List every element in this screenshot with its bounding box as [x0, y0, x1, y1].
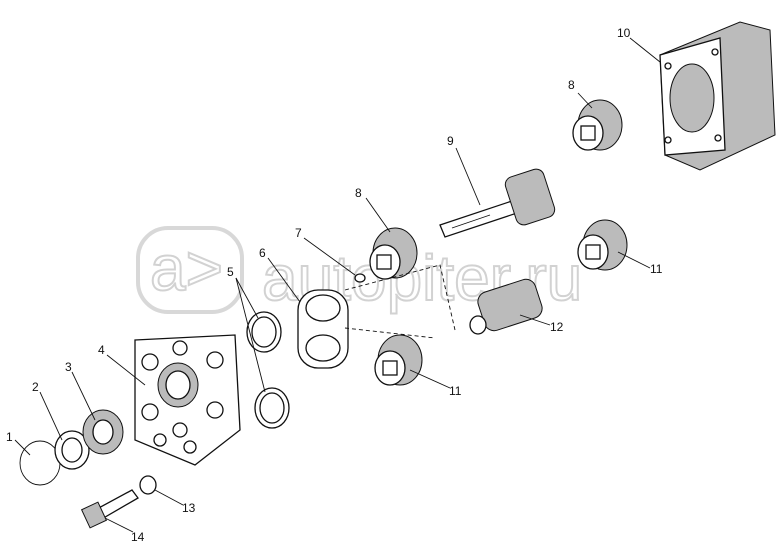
callout-11: 11 — [650, 262, 663, 276]
callout-5: 5 — [227, 265, 234, 279]
part-washer — [54, 430, 90, 470]
callout-10: 10 — [617, 26, 631, 40]
callout-14: 14 — [131, 530, 145, 544]
callout-6: 6 — [259, 246, 266, 260]
part-drive-shaft — [439, 168, 556, 238]
leader-lines — [14, 37, 661, 533]
callout-4: 4 — [98, 343, 105, 357]
part-pin — [354, 273, 366, 283]
part-housing — [659, 21, 776, 171]
callout-8b: 8 — [568, 78, 575, 92]
callout-7: 7 — [295, 226, 302, 240]
callout-13: 13 — [182, 501, 196, 515]
callout-8: 8 — [355, 186, 362, 200]
part-driven-gear — [469, 278, 543, 335]
callout-3: 3 — [65, 360, 72, 374]
part-lock-washer — [139, 475, 157, 495]
callout-12: 12 — [550, 320, 564, 334]
callout-11b: 11 — [449, 384, 462, 398]
part-bolt — [80, 489, 139, 529]
part-snap-ring — [19, 440, 61, 486]
part-seal-rings — [246, 311, 290, 429]
callout-1: 1 — [6, 430, 13, 444]
part-bushing — [369, 227, 418, 280]
callout-9: 9 — [447, 134, 454, 148]
part-gasket — [297, 289, 349, 369]
part-bushing-lower — [374, 334, 423, 386]
callout-labels: 1 2 3 4 5 6 7 8 9 8 10 11 12 11 13 14 — [6, 26, 663, 544]
part-cover — [134, 334, 241, 466]
part-bushing-right — [572, 99, 623, 151]
part-bushing-right-lower — [577, 219, 628, 271]
watermark-logo: a> — [150, 232, 223, 304]
callout-2: 2 — [32, 380, 39, 394]
part-bearing — [82, 409, 124, 455]
